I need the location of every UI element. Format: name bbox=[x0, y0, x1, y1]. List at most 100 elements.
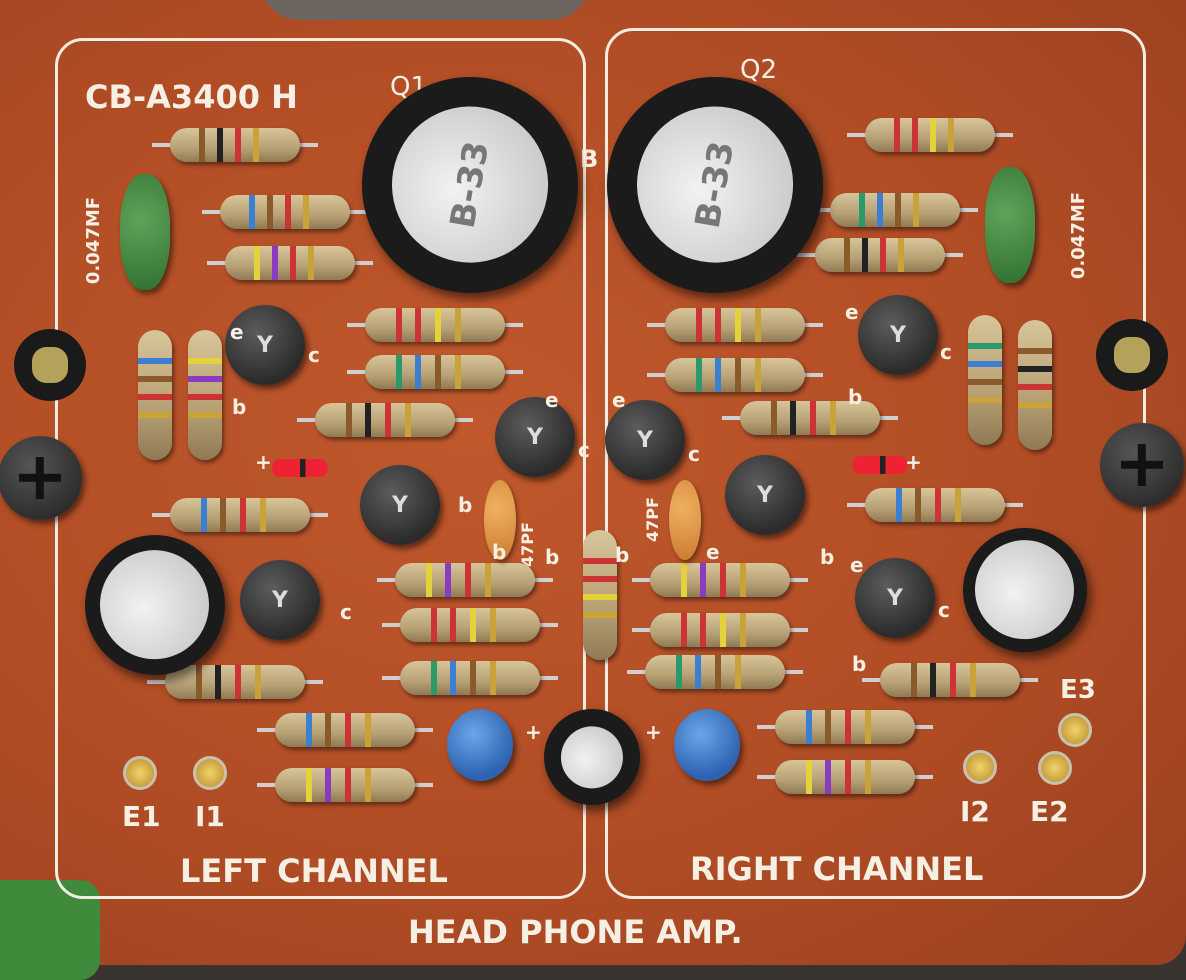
resistor-band bbox=[720, 563, 726, 597]
resistor bbox=[815, 238, 945, 272]
background-object bbox=[260, 0, 590, 20]
resistor-band bbox=[305, 768, 312, 802]
solder-pad bbox=[963, 750, 997, 784]
resistor-band bbox=[240, 498, 246, 532]
resistor bbox=[395, 563, 535, 597]
resistor-band bbox=[138, 376, 172, 382]
resistor-band bbox=[325, 768, 332, 802]
transistor: Y bbox=[725, 455, 805, 535]
board-title: HEAD PHONE AMP. bbox=[408, 913, 743, 951]
resistor-band bbox=[395, 308, 402, 342]
pin-label-e: e bbox=[545, 388, 559, 412]
pin-label-c: c bbox=[938, 598, 950, 622]
pf-right-label: 47PF bbox=[642, 497, 662, 542]
resistor-band bbox=[898, 238, 905, 272]
resistor bbox=[165, 665, 305, 699]
resistor-band bbox=[430, 608, 437, 642]
resistor-band bbox=[345, 713, 351, 747]
resistor-band bbox=[271, 246, 278, 280]
resistor-band bbox=[188, 394, 222, 400]
resistor-band bbox=[303, 195, 310, 229]
resistor-band bbox=[695, 655, 702, 689]
resistor bbox=[865, 118, 995, 152]
resistor bbox=[220, 195, 350, 229]
resistor-band bbox=[968, 397, 1002, 403]
resistor-band bbox=[910, 663, 917, 697]
47pf-capacitor bbox=[484, 480, 516, 560]
resistor-band bbox=[220, 498, 227, 532]
resistor-band bbox=[364, 713, 371, 747]
screw-icon bbox=[1100, 423, 1184, 507]
ceramic-capacitor bbox=[447, 709, 513, 781]
resistor-band bbox=[935, 488, 941, 522]
i2-label: I2 bbox=[960, 795, 990, 828]
screw-icon bbox=[0, 436, 82, 520]
resistor-band bbox=[308, 246, 315, 280]
capacitor-top: B-33 bbox=[624, 94, 806, 276]
resistor-band bbox=[253, 246, 260, 280]
resistor-band bbox=[254, 665, 261, 699]
resistor-band bbox=[968, 343, 1002, 349]
resistor-band bbox=[843, 238, 850, 272]
resistor-band bbox=[138, 358, 172, 364]
resistor-band bbox=[930, 663, 937, 697]
solder-pad bbox=[193, 756, 227, 790]
resistor-band bbox=[805, 760, 812, 794]
resistor bbox=[830, 193, 960, 227]
resistor-band bbox=[675, 655, 682, 689]
resistor-band bbox=[198, 128, 205, 162]
resistor-band bbox=[188, 412, 222, 418]
resistor-band bbox=[969, 663, 976, 697]
resistor-band bbox=[305, 713, 312, 747]
resistor-band bbox=[404, 403, 411, 437]
transistor: Y bbox=[360, 465, 440, 545]
resistor-band bbox=[195, 665, 202, 699]
resistor-band bbox=[948, 118, 955, 152]
model-label: CB-A3400 H bbox=[85, 78, 298, 116]
resistor-band bbox=[770, 401, 777, 435]
solder-pad bbox=[123, 756, 157, 790]
resistor-band bbox=[345, 768, 351, 802]
resistor-band bbox=[754, 308, 761, 342]
transistor: Y bbox=[495, 397, 575, 477]
resistor-band bbox=[235, 665, 241, 699]
resistor-band bbox=[968, 379, 1002, 385]
resistor-band bbox=[385, 403, 391, 437]
resistor-band bbox=[715, 308, 722, 342]
resistor-band bbox=[864, 760, 871, 794]
resistor-band bbox=[734, 655, 741, 689]
resistor-band bbox=[680, 613, 687, 647]
resistor-band bbox=[489, 661, 496, 695]
resistor-band bbox=[138, 412, 172, 418]
pin-label-e: e bbox=[706, 540, 720, 564]
standoff bbox=[14, 329, 86, 401]
resistor-band bbox=[1018, 366, 1052, 372]
pf-left-label: 47PF bbox=[517, 522, 537, 567]
resistor-band bbox=[435, 308, 441, 342]
film-capacitor bbox=[120, 174, 170, 290]
resistor-band bbox=[739, 613, 746, 647]
resistor bbox=[650, 613, 790, 647]
resistor-band bbox=[1018, 402, 1052, 408]
resistor-band bbox=[825, 760, 832, 794]
resistor-band bbox=[1018, 348, 1052, 354]
resistor-band bbox=[489, 608, 496, 642]
resistor-band bbox=[583, 558, 617, 564]
resistor-band bbox=[285, 195, 291, 229]
resistor-band bbox=[735, 308, 741, 342]
resistor-band bbox=[735, 358, 741, 392]
resistor-band bbox=[365, 403, 372, 437]
pin-label-c: c bbox=[340, 600, 352, 624]
resistor-band bbox=[695, 308, 702, 342]
resistor-band bbox=[913, 193, 920, 227]
resistor bbox=[170, 498, 310, 532]
resistor-band bbox=[454, 308, 461, 342]
resistor-band bbox=[445, 563, 452, 597]
pin-label-b: b bbox=[545, 545, 560, 569]
resistor-vertical bbox=[968, 315, 1002, 445]
resistor-vertical bbox=[583, 530, 617, 660]
resistor-band bbox=[364, 768, 371, 802]
resistor-band bbox=[1018, 384, 1052, 390]
resistor-band bbox=[425, 563, 432, 597]
resistor-band bbox=[715, 655, 721, 689]
